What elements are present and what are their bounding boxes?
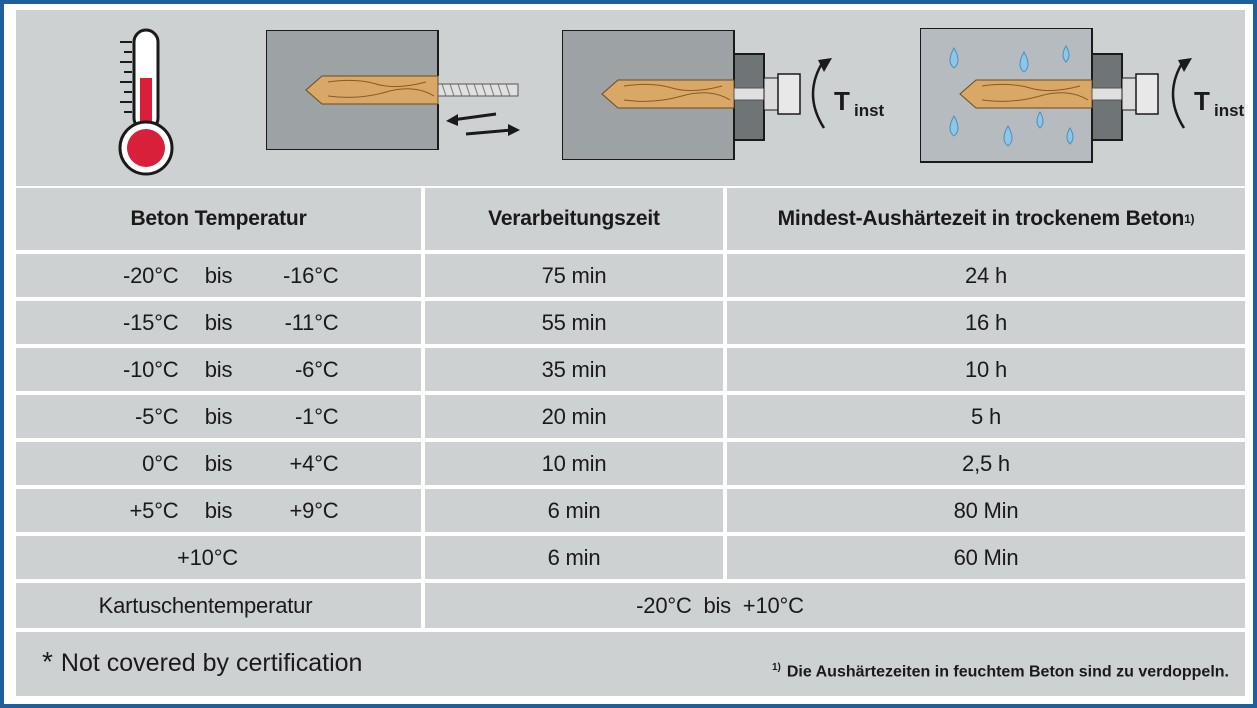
table-row-3-cure: 10 h (727, 348, 1245, 391)
temp-to: -1°C (295, 403, 339, 429)
working-time-value: 20 min (541, 403, 607, 429)
temp-bis: bis (204, 497, 233, 523)
cartridge-label: Kartuschentemperatur (98, 592, 313, 618)
table-row-2-work: 55 min (425, 301, 723, 344)
table-row-1-cure: 24 h (727, 254, 1245, 297)
cartridge-label-cell: Kartuschentemperatur (16, 583, 421, 628)
working-time-value: 35 min (541, 356, 607, 382)
table-row-2-temp: -15°C bis -11°C (16, 301, 421, 344)
temp-bis: bis (204, 356, 233, 382)
header-working-time-label: Verarbeitungszeit (488, 207, 660, 230)
table-row-6-work: 6 min (425, 489, 723, 532)
thermometer-icon (118, 28, 174, 176)
temp-to: -11°C (284, 309, 339, 335)
curing-time-value: 5 h (971, 403, 1001, 429)
header-temperature-label: Beton Temperatur (130, 207, 307, 230)
table-row-3-temp: -10°C bis -6°C (16, 348, 421, 391)
footer: *Not covered by certification 1) Die Aush… (16, 632, 1245, 696)
asterisk: * (42, 646, 53, 677)
table-row-6-temp: +5°C bis +9°C (16, 489, 421, 532)
table-row-3-work: 35 min (425, 348, 723, 391)
header-temperature: Beton Temperatur (16, 188, 421, 250)
table-row-7-temp: +10°C (16, 536, 421, 579)
temp-from: -10°C (123, 356, 179, 382)
temperature-range: -5°C bis -1°C (99, 404, 339, 430)
cartridge-value-cell: -20°C bis +10°C (425, 583, 1245, 628)
temp-bis: bis (204, 450, 233, 476)
curing-time-value: 80 Min (953, 497, 1019, 523)
footnote-mark: 1) (771, 662, 781, 673)
torque-label-2: T (1194, 86, 1210, 116)
curing-time-value: 24 h (964, 262, 1008, 288)
curing-time-value: 10 h (964, 356, 1008, 382)
temperature-range: -20°C bis -16°C (99, 263, 339, 289)
torque-label-1-sub: inst (854, 101, 885, 120)
curing-time-value: 60 Min (953, 544, 1019, 570)
table-row-5-temp: 0°C bis +4°C (16, 442, 421, 485)
anchor-torque-wet-icon: T inst (920, 28, 1245, 163)
temperature-range: 0°C bis +4°C (99, 451, 339, 477)
icon-band: T inst T inst (16, 10, 1245, 186)
temp-bis: bis (204, 262, 233, 288)
certification-note: *Not covered by certification (42, 646, 362, 678)
temp-from: +5°C (129, 497, 179, 523)
temp-to: +4°C (289, 450, 339, 476)
working-time-value: 6 min (547, 497, 601, 523)
curing-time-value: 16 h (964, 309, 1008, 335)
table-row-4-cure: 5 h (727, 395, 1245, 438)
table-row-4-temp: -5°C bis -1°C (16, 395, 421, 438)
header-curing-footnote-mark: 1) (1184, 212, 1195, 226)
table-row-5-work: 10 min (425, 442, 723, 485)
working-time-value: 75 min (541, 262, 607, 288)
table-row-7-cure: 60 Min (727, 536, 1245, 579)
temp-to: +9°C (289, 497, 339, 523)
temp-from: -5°C (135, 403, 179, 429)
working-time-value: 6 min (547, 544, 601, 570)
table-row-7-work: 6 min (425, 536, 723, 579)
table-row-5-cure: 2,5 h (727, 442, 1245, 485)
temperature-range: -10°C bis -6°C (99, 357, 339, 383)
temp-from: -20°C (123, 262, 179, 288)
table-row-6-cure: 80 Min (727, 489, 1245, 532)
anchor-insertion-icon (266, 30, 520, 150)
working-time-value: 10 min (541, 450, 607, 476)
header-curing-time-label: Mindest-Aushärtezeit in trockenem Beton (777, 207, 1185, 230)
table-row-1-temp: -20°C bis -16°C (16, 254, 421, 297)
working-time-value: 55 min (541, 309, 607, 335)
temperature-range: -15°C bis -11°C (99, 310, 339, 336)
certification-note-text: Not covered by certification (60, 649, 363, 677)
torque-label-2-sub: inst (1214, 101, 1245, 120)
temp-to: -16°C (283, 262, 339, 288)
footnote-text: Die Aushärtezeiten in feuchtem Beton sin… (786, 663, 1229, 681)
table-row-2-cure: 16 h (727, 301, 1245, 344)
temp-from: 0°C (142, 450, 179, 476)
temp-from: -15°C (123, 309, 179, 335)
anchor-torque-dry-icon: T inst (562, 30, 885, 160)
temp-to: -6°C (295, 356, 339, 382)
header-working-time: Verarbeitungszeit (425, 188, 723, 250)
curing-time-value: 2,5 h (962, 450, 1010, 476)
temp-bis: bis (204, 309, 233, 335)
footnote: 1) Die Aushärtezeiten in feuchtem Beton s… (772, 662, 1229, 681)
temp-single: +10°C (176, 544, 238, 570)
table-row-4-work: 20 min (425, 395, 723, 438)
cartridge-value: -20°C bis +10°C (636, 592, 804, 618)
table-row-1-work: 75 min (425, 254, 723, 297)
temp-bis: bis (204, 403, 233, 429)
temperature-range: +5°C bis +9°C (99, 498, 339, 524)
torque-label-1: T (834, 86, 850, 116)
